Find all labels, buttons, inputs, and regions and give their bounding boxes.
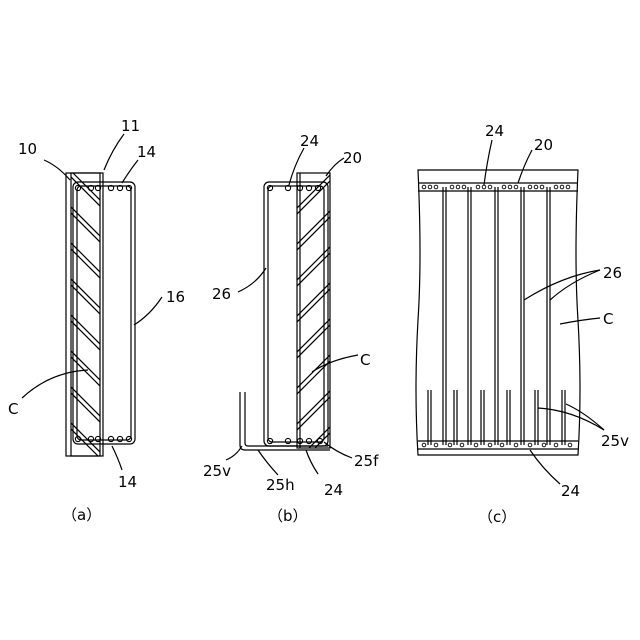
label-C-c: C (603, 310, 613, 328)
panel-a-labels: 10 11 14 16 C 14 （a） (8, 117, 185, 524)
label-26-b: 26 (212, 285, 231, 303)
label-C-b: C (360, 351, 370, 369)
short-bars-25v (428, 390, 565, 445)
label-25v-c: 25v (601, 432, 629, 450)
leader-16 (134, 297, 162, 325)
leader-24-bottom-b (306, 450, 318, 474)
panel-a (22, 134, 162, 470)
leader-24-top-c (484, 140, 492, 185)
leader-C-b (312, 355, 358, 372)
leader-26-b (238, 268, 266, 292)
panel-c (416, 140, 604, 484)
label-24-top-c: 24 (485, 122, 504, 140)
label-10: 10 (18, 140, 37, 158)
panel-b (226, 148, 358, 475)
label-20-b: 20 (343, 149, 362, 167)
caption-a: （a） (62, 506, 101, 524)
caption-c: （c） (478, 508, 516, 526)
hatched-member-a (71, 173, 100, 456)
rebar-dots-c (422, 185, 572, 447)
label-14-top: 14 (137, 143, 156, 161)
rebar-cage-b-outer (264, 182, 328, 446)
label-25v-b: 25v (203, 462, 231, 480)
leader-C-c (560, 318, 600, 324)
label-14-bottom: 14 (118, 473, 137, 491)
label-24-bottom-c: 24 (561, 482, 580, 500)
leader-25h-b (258, 450, 278, 475)
leader-26-c-2 (550, 270, 600, 300)
panel-b-labels: 24 20 26 C 25v 25f 25h 24 （b） (203, 132, 379, 525)
rebar-cage-b-inner (268, 186, 324, 442)
label-25f-b: 25f (354, 452, 379, 470)
leader-14-top (122, 160, 138, 183)
rebar-dots-b (267, 185, 322, 443)
leader-20-c (518, 150, 532, 183)
label-25h-b: 25h (266, 476, 295, 494)
leader-25v-c-1 (538, 408, 604, 430)
leader-25v-b (226, 446, 242, 460)
label-26-c: 26 (603, 264, 622, 282)
label-11: 11 (121, 117, 140, 135)
leader-11 (104, 134, 124, 170)
leader-14-bottom (112, 446, 122, 470)
caption-b: （b） (268, 507, 308, 525)
label-20-c: 20 (534, 136, 553, 154)
label-24-top-b: 24 (300, 132, 319, 150)
label-C-a: C (8, 400, 18, 418)
label-24-bottom-b: 24 (324, 481, 343, 499)
vertical-bars-26 (443, 187, 550, 445)
label-16: 16 (166, 288, 185, 306)
